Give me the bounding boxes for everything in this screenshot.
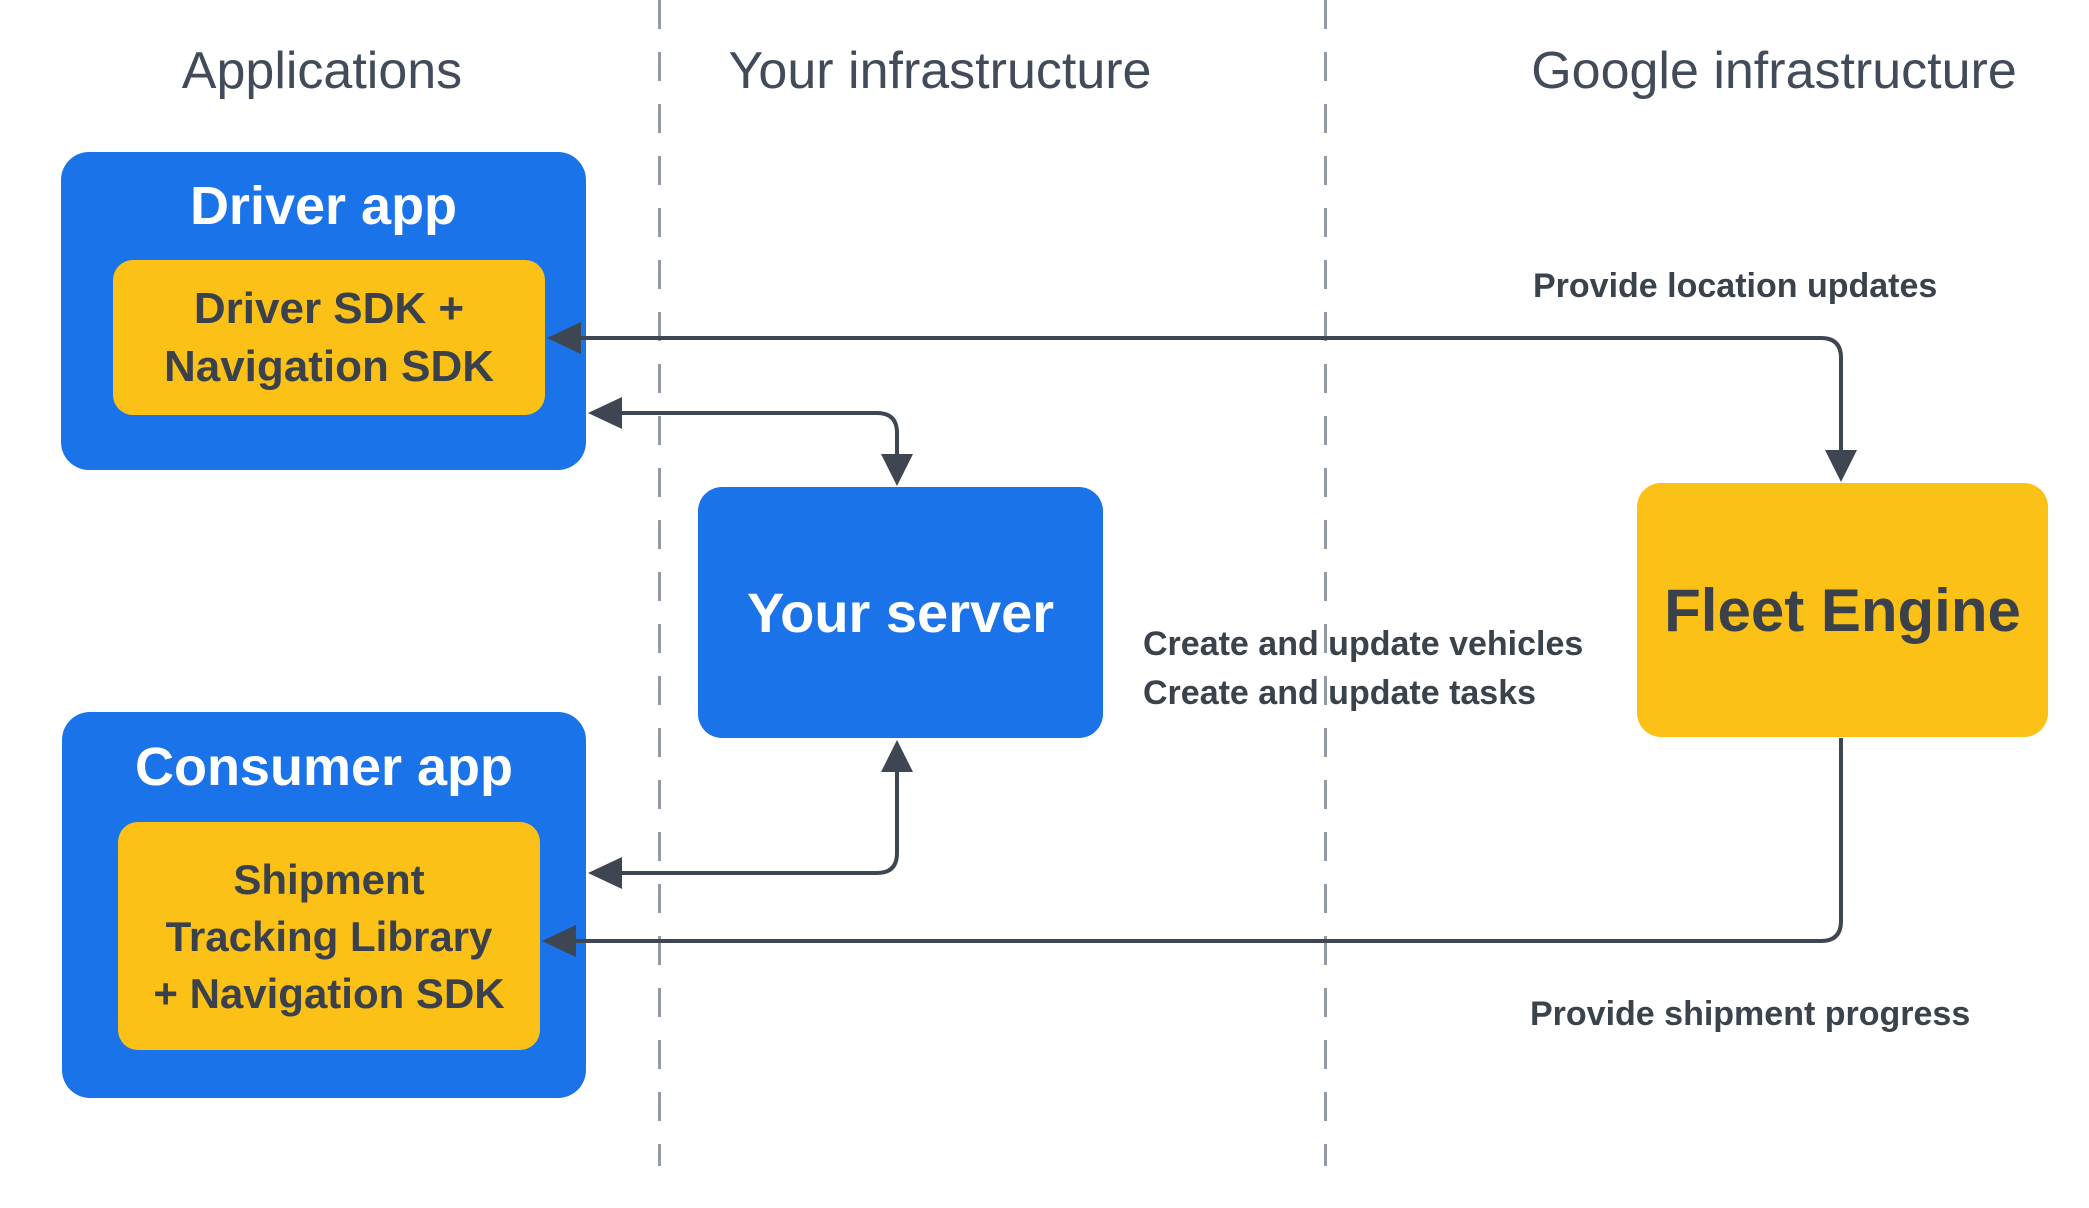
arrowhead-up-into-your-server [881, 740, 913, 772]
consumer-app-title: Consumer app [134, 737, 514, 797]
label-create-update: Create and update vehicles Create and up… [1143, 620, 1583, 718]
node-shipment-tracking-library: Shipment Tracking Library + Navigation S… [118, 822, 540, 1050]
consumer-sdk-line-1: Shipment [233, 855, 425, 903]
label-create-update-vehicles: Create and update vehicles [1143, 625, 1584, 663]
driver-sdk-line-2: Navigation SDK [163, 341, 495, 391]
arrowhead-down-into-fleet-engine [1825, 450, 1857, 482]
arrowhead-left-into-driver-app [588, 397, 622, 429]
node-driver-sdk: Driver SDK + Navigation SDK [113, 260, 545, 415]
node-consumer-app: Consumer app Shipment Tracking Library +… [62, 712, 586, 1098]
arrowhead-left-into-consumer-app [588, 857, 622, 889]
node-driver-app: Driver app Driver SDK + Navigation SDK [61, 152, 586, 470]
column-divider-right [1324, 0, 1327, 1166]
driver-app-title: Driver app [189, 176, 458, 236]
column-divider-left [658, 0, 661, 1166]
node-fleet-engine: Fleet Engine [1637, 483, 2048, 737]
label-provide-location-updates: Provide location updates [1533, 267, 1938, 305]
label-provide-shipment-progress: Provide shipment progress [1530, 995, 1971, 1033]
arrowhead-down-into-your-server [881, 454, 913, 486]
consumer-sdk-line-2: Tracking Library [165, 912, 493, 960]
label-create-update-tasks: Create and update tasks [1143, 674, 1537, 712]
node-your-server: Your server [698, 487, 1103, 738]
connector-location-updates [547, 322, 1857, 482]
column-header-google-infrastructure: Google infrastructure [1531, 42, 2017, 100]
column-header-your-infrastructure: Your infrastructure [728, 42, 1152, 100]
connector-consumer-app-your-server [588, 740, 913, 889]
driver-sdk-line-1: Driver SDK + [193, 283, 465, 333]
connector-driver-app-your-server [588, 397, 913, 486]
consumer-sdk-line-3: + Navigation SDK [153, 969, 505, 1017]
your-server-title: Your server [746, 581, 1055, 644]
connector-shipment-progress [542, 738, 1843, 957]
column-header-applications: Applications [181, 42, 463, 100]
fleet-engine-title: Fleet Engine [1664, 576, 2021, 644]
